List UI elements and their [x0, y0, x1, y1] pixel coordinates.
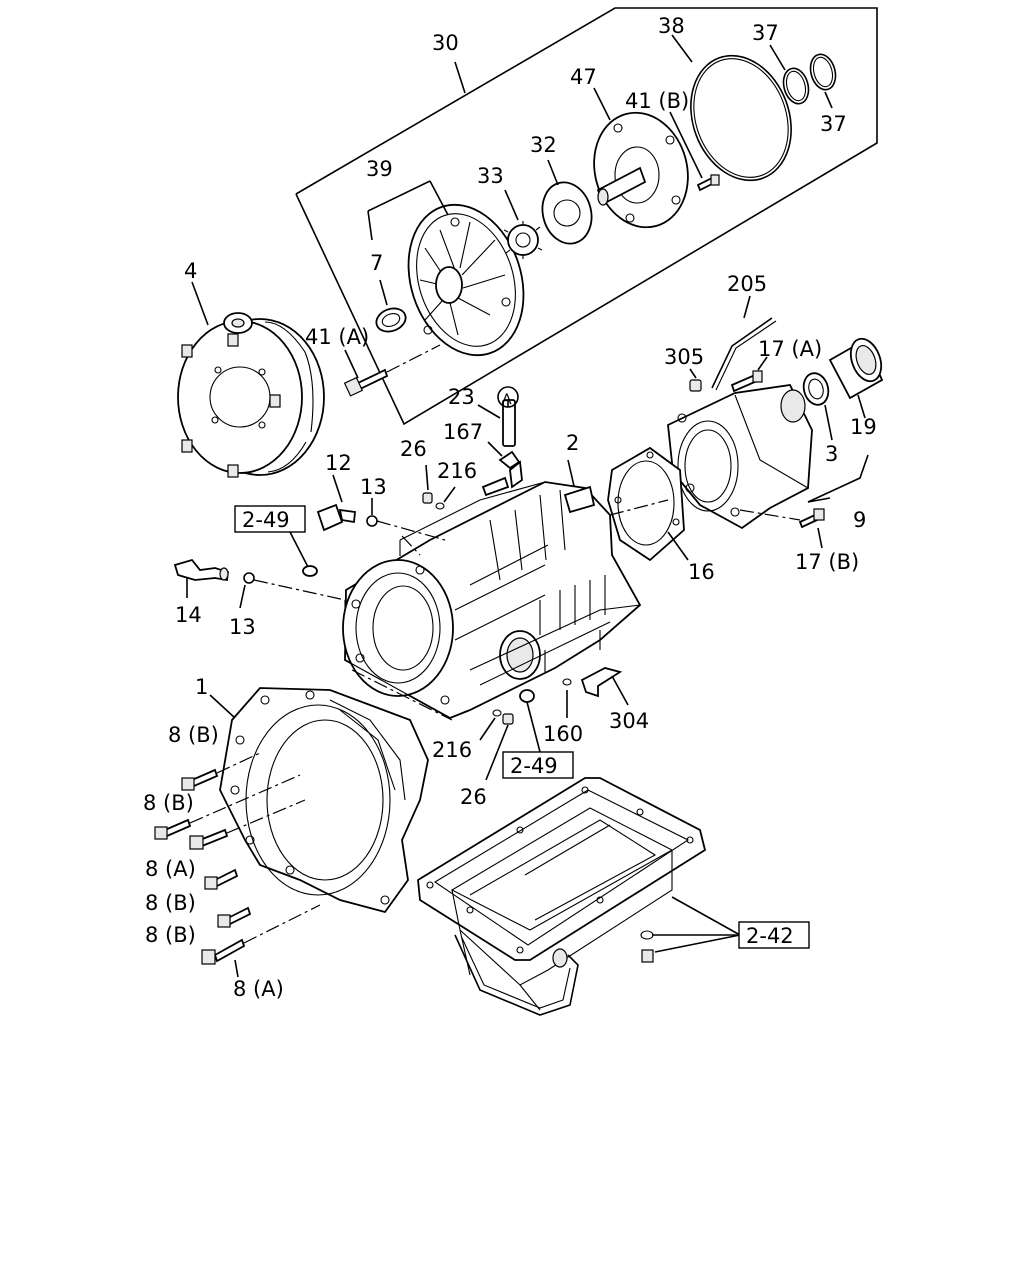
bolts-8-parts: [154, 751, 321, 978]
callout-labels: 30 38 37 37 47 41 (B) 32 33 39 7 4 41 (A…: [143, 14, 877, 1001]
label-37-bottom: 37: [820, 112, 847, 136]
label-216-lower: 216: [432, 738, 472, 762]
label-39: 39: [366, 157, 393, 181]
seal-7-part: [375, 279, 407, 333]
label-9: 9: [853, 508, 866, 532]
outer-gear-32-part: [541, 159, 593, 245]
label-47: 47: [570, 65, 597, 89]
nut-305-part: [689, 368, 702, 392]
label-a: A: [502, 392, 512, 408]
ref-2-49-lower: [502, 689, 574, 779]
label-14: 14: [175, 603, 202, 627]
part-160: [562, 678, 572, 718]
label-167: 167: [443, 420, 483, 444]
bolt-17a-part: [730, 356, 768, 393]
pump-body-47-part: [593, 87, 689, 229]
oil-pan-part: [417, 777, 707, 1016]
label-8a-2: 8 (A): [233, 977, 284, 1001]
clip-304-part: [580, 667, 629, 706]
label-160: 160: [543, 722, 583, 746]
oring-216-lower-part: [479, 709, 502, 741]
label-205: 205: [727, 272, 767, 296]
oring-13-lower-part: [239, 572, 346, 609]
label-17b: 17 (B): [795, 550, 859, 574]
oring-38-part: [671, 34, 792, 182]
fitting-167-part: [481, 441, 523, 497]
label-1: 1: [195, 675, 208, 699]
label-26-upper: 26: [400, 437, 427, 461]
label-12: 12: [325, 451, 352, 475]
dust-cover-19-part: [828, 337, 884, 419]
fitting-12-part: [316, 474, 356, 532]
ref-2-42: [640, 896, 810, 963]
label-2: 2: [566, 431, 579, 455]
label-8b-2: 8 (B): [143, 791, 194, 815]
converter-housing-1-part: [209, 687, 429, 914]
ref-2-49-upper: [234, 505, 318, 577]
assembly-30-frame: [295, 7, 878, 426]
label-41b: 41 (B): [625, 89, 689, 113]
label-32: 32: [530, 133, 557, 157]
pipe-14-part: [173, 558, 229, 598]
label-2-49-upper: 2-49: [242, 508, 290, 532]
label-23: 23: [448, 385, 475, 409]
label-8b-1: 8 (B): [168, 723, 219, 747]
label-2-49-lower: 2-49: [510, 754, 558, 778]
label-13-lower: 13: [229, 615, 256, 639]
seal-3-part: [802, 372, 833, 441]
pump-cover-part: [367, 180, 525, 357]
label-26-lower: 26: [460, 785, 487, 809]
label-17a: 17 (A): [758, 337, 822, 361]
pin-23-part: [477, 386, 519, 447]
label-3: 3: [825, 442, 838, 466]
label-4: 4: [184, 259, 197, 283]
label-13-upper: 13: [360, 475, 387, 499]
label-216-upper: 216: [437, 459, 477, 483]
bolt-41b-part: [669, 111, 720, 192]
label-37-top: 37: [752, 21, 779, 45]
label-8b-4: 8 (B): [145, 923, 196, 947]
leader-9: [807, 454, 869, 503]
label-7: 7: [370, 251, 383, 275]
label-16: 16: [688, 560, 715, 584]
assembly-guide-lines: [351, 499, 669, 721]
plug-26-upper-part: [422, 464, 433, 504]
torque-converter-4-part: [177, 281, 325, 478]
label-30: 30: [432, 31, 459, 55]
gasket-16-part: [607, 446, 689, 562]
inner-gear-33-part: [503, 189, 543, 259]
label-41a: 41 (A): [305, 325, 369, 349]
bolt-41a-part: [343, 344, 441, 397]
oring-216-upper-part: [435, 486, 456, 510]
oring-13-upper-part: [366, 498, 446, 541]
label-304: 304: [609, 709, 649, 733]
label-305: 305: [664, 345, 704, 369]
extension-housing-9-part: [667, 384, 813, 530]
label-8a-1: 8 (A): [145, 857, 196, 881]
label-19: 19: [850, 415, 877, 439]
transmission-case-2-part: [342, 459, 642, 719]
rod-205-part: [711, 295, 777, 391]
bolt-17b-part: [739, 508, 825, 549]
label-33: 33: [477, 164, 504, 188]
label-8b-3: 8 (B): [145, 891, 196, 915]
plug-26-lower-part: [485, 713, 514, 781]
seal-rings-37-part: [769, 44, 837, 109]
label-2-42: 2-42: [746, 924, 794, 948]
label-38: 38: [658, 14, 685, 38]
